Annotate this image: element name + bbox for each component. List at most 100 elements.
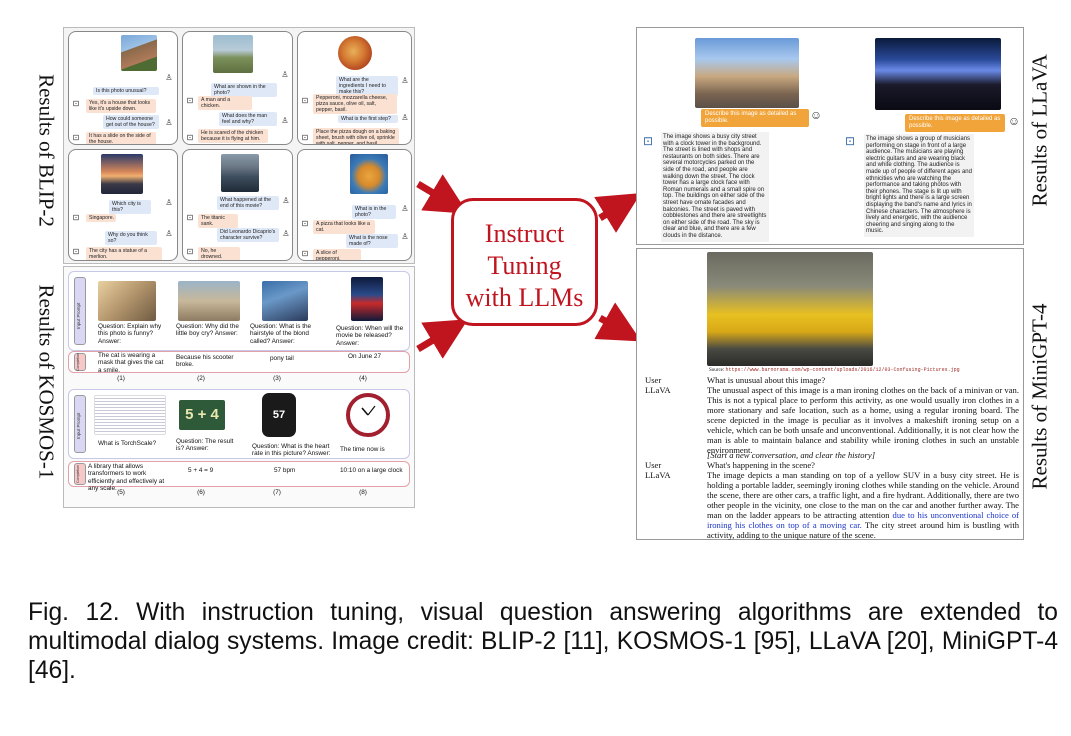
minigpt-panel: Source: https://www.barnorama.com/wp-con…: [636, 248, 1024, 540]
robot-icon: ⊡: [844, 134, 856, 148]
kosmos-question-8: The time now is: [340, 446, 385, 453]
cat-mask-photo: [98, 281, 156, 321]
bot-bubble: The city has a statue of a merlion.: [86, 247, 162, 260]
kosmos-question-2: Question: Why did the little boy cry? An…: [176, 323, 239, 338]
kosmos-answer-6: 5 + 4 = 9: [188, 467, 214, 474]
completion-tag-label: Completion: [76, 352, 80, 371]
blip2-card-5: What happened at the end of this movie? …: [182, 149, 293, 261]
llava-panel: Describe this image as detailed as possi…: [636, 27, 1024, 245]
robot-icon: ⊡: [301, 219, 309, 228]
robot-icon: ⊡: [186, 247, 194, 256]
blip2-card-4: Which city is this? ♙ ⊡ Singapore. Why d…: [68, 149, 178, 261]
reset-note: [Start a new conversation, and clear the…: [707, 450, 876, 460]
llava-prompt-1: Describe this image as detailed as possi…: [701, 109, 809, 127]
input-prompt-tag: [74, 395, 86, 453]
robot-icon: ⊡: [301, 249, 309, 258]
input-prompt-tag: [74, 277, 86, 345]
kosmos-row1-completion: [68, 351, 410, 373]
blip2-card-3: What are the ingredients I need to make …: [297, 31, 412, 145]
movie-poster-photo: [351, 277, 383, 321]
instruct-tuning-box: [451, 198, 598, 326]
user-bubble: What are shown in the photo?: [211, 83, 277, 97]
kosmos-label: Results of KOSMOS-1: [34, 284, 59, 480]
math-board-photo: 5 + 4: [179, 400, 225, 430]
arrow-to-minigpt: [594, 302, 642, 342]
kosmos-answer-2: Because his scooter broke.: [176, 354, 234, 369]
instruct-tuning-line3: with LLMs: [465, 283, 584, 312]
kosmos-num-5: (5): [117, 489, 125, 496]
user-icon: ♙: [401, 76, 409, 85]
blip2-card-2: What are shown in the photo? ♙ ⊡ A man a…: [182, 31, 293, 145]
answer-2-tail: The city street around him is bustling w…: [707, 520, 1019, 540]
man-and-chicken-photo: [213, 35, 253, 73]
arrow-from-blip2: [416, 174, 469, 214]
user-avatar-icon: ☺: [809, 108, 823, 122]
instruct-tuning-line1: Instruct: [484, 219, 565, 248]
minigpt-label: Results of MiniGPT-4: [1027, 303, 1052, 490]
kosmos-answer-4: On June 27: [348, 353, 382, 360]
concert-photo: [875, 38, 1001, 110]
arrow-to-llava: [594, 193, 641, 233]
bot-bubble: He is scared of the chicken because it i…: [198, 129, 268, 143]
answer-2: The image depicts a man standing on top …: [707, 470, 1019, 540]
user-bubble: What happened at the end of this movie?: [217, 196, 279, 210]
bot-bubble: Pepperoni, mozzarella cheese, pizza sauc…: [313, 94, 397, 114]
kosmos-num-3: (3): [273, 375, 281, 382]
robot-icon: ⊡: [72, 213, 80, 222]
llava-prompt-2: Describe this image as detailed as possi…: [905, 114, 1005, 132]
user-bubble: What is in the photo?: [352, 205, 396, 219]
bot-bubble: A man and a chicken.: [198, 96, 252, 110]
user-icon: ♙: [401, 204, 409, 213]
bot-bubble: Singapore.: [86, 214, 116, 222]
kosmos-answer-3: pony tail: [270, 355, 294, 362]
speaker-llava-1: LLaVA: [645, 385, 671, 395]
speaker-user-2: User: [645, 460, 662, 470]
llava-answer-2: The image shows a group of musicians per…: [864, 134, 974, 237]
kosmos-panel: Input Prompt Question: Explain why this …: [63, 266, 415, 508]
user-bubble: What are the ingredients I need to make …: [336, 76, 398, 96]
bot-bubble: Place the pizza dough on a baking sheet,…: [313, 128, 399, 144]
kosmos-answer-7: 57 bpm: [274, 467, 296, 474]
boy-scooter-photo: [178, 281, 240, 321]
answer-2-main: The image depicts a man standing on top …: [707, 470, 1019, 520]
user-icon: ♙: [282, 229, 290, 238]
user-bubble: Which city is this?: [109, 200, 151, 214]
user-bubble: How could someone get out of the house?: [103, 115, 159, 129]
bot-bubble: It has a slide on the side of the house.: [86, 132, 156, 144]
speaker-user-1: User: [645, 375, 662, 385]
kosmos-answer-1: The cat is wearing a mask that gives the…: [98, 352, 164, 374]
robot-icon: ⊡: [642, 134, 654, 148]
clock-hands-icon: [361, 405, 376, 416]
blip2-panel: Is this photo unusual? ♙ ⊡ Yes, it's a h…: [63, 27, 415, 264]
source-line: Source: https://www.barnorama.com/wp-con…: [709, 367, 1009, 374]
source-url[interactable]: https://www.barnorama.com/wp-content/upl…: [725, 367, 960, 373]
user-bubble: Did Leonardo Dicaprio's character surviv…: [217, 228, 279, 242]
blip2-card-6: What is in the photo? ♙ ⊡ A pizza that l…: [297, 149, 412, 261]
cat-pizza-photo: [350, 154, 388, 194]
user-icon: ♙: [165, 198, 173, 207]
kosmos-question-6: Question: The result is? Answer:: [176, 438, 234, 453]
figure-caption: Fig. 12. With instruction tuning, visual…: [28, 599, 1058, 684]
user-icon: ♙: [165, 229, 173, 238]
bot-bubble: Yes, it's a house that looks like it's u…: [86, 99, 156, 113]
answer-1: The unusual aspect of this image is a ma…: [707, 385, 1019, 455]
robot-icon: ⊡: [72, 133, 80, 142]
kosmos-question-3: Question: What is the hairstyle of the b…: [250, 323, 312, 345]
kosmos-answer-8: 10:10 on a large clock: [340, 467, 403, 474]
kosmos-question-1: Question: Explain why this photo is funn…: [98, 323, 162, 345]
input-prompt-tag-label: Input Prompt: [76, 412, 81, 439]
robot-icon: ⊡: [186, 96, 194, 105]
kosmos-num-4: (4): [359, 375, 367, 382]
wall-clock-photo: [346, 393, 390, 437]
completion-tag: [74, 353, 86, 371]
city-street-photo: [695, 38, 799, 108]
kosmos-num-2: (2): [197, 375, 205, 382]
arrow-from-kosmos: [416, 319, 469, 359]
kosmos-num-7: (7): [273, 489, 281, 496]
robot-icon: ⊡: [186, 133, 194, 142]
bot-bubble: No, he drowned.: [198, 247, 240, 260]
robot-icon: ⊡: [72, 99, 80, 108]
question-1: What is unusual about this image?: [707, 375, 826, 385]
robot-icon: ⊡: [72, 247, 80, 256]
user-bubble: What is the nose made of?: [346, 234, 398, 248]
